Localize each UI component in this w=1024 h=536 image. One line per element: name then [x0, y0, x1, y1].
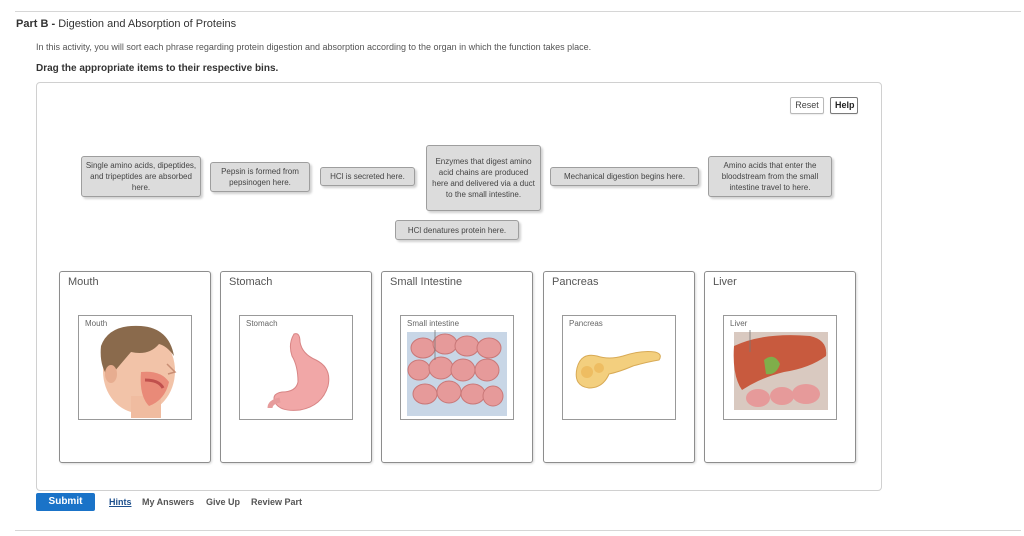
stomach-image: Stomach: [239, 315, 353, 420]
help-button[interactable]: Help: [830, 97, 858, 114]
drag-tile-hcl-secreted[interactable]: HCl is secreted here.: [320, 167, 415, 186]
bin-small-intestine[interactable]: Small Intestine Small intestine: [381, 271, 533, 463]
bin-title: Stomach: [229, 276, 273, 288]
image-label: Stomach: [246, 319, 278, 328]
bin-stomach[interactable]: Stomach Stomach: [220, 271, 372, 463]
image-label: Mouth: [85, 319, 108, 328]
drag-instructions: Drag the appropriate items to their resp…: [36, 63, 279, 74]
top-divider: [15, 11, 1021, 12]
drag-tile-mechanical[interactable]: Mechanical digestion begins here.: [550, 167, 699, 186]
hints-link[interactable]: Hints: [109, 497, 132, 507]
bin-pancreas[interactable]: Pancreas Pancreas: [543, 271, 695, 463]
part-title: Part B - Digestion and Absorption of Pro…: [16, 18, 236, 30]
bottom-divider: [15, 530, 1021, 531]
pancreas-image: Pancreas: [562, 315, 676, 420]
review-part-link[interactable]: Review Part: [251, 497, 303, 507]
bin-title: Small Intestine: [390, 276, 463, 288]
image-label: Small intestine: [407, 319, 460, 328]
my-answers-link[interactable]: My Answers: [142, 497, 195, 507]
bin-liver[interactable]: Liver Liver: [704, 271, 856, 463]
give-up-link[interactable]: Give Up: [206, 497, 241, 507]
reset-button[interactable]: Reset: [790, 97, 824, 114]
bin-mouth[interactable]: Mouth Mouth: [59, 271, 211, 463]
bin-title: Pancreas: [552, 276, 599, 288]
image-label: Liver: [730, 319, 748, 328]
bin-title: Liver: [713, 276, 737, 288]
mouth-image: Mouth: [78, 315, 192, 420]
drag-tile-amino-blood[interactable]: Amino acids that enter the bloodstream f…: [708, 156, 832, 197]
submit-button[interactable]: Submit: [36, 493, 95, 511]
liver-image: Liver: [723, 315, 837, 420]
small-intestine-image: Small intestine: [400, 315, 514, 420]
drag-tile-pepsin[interactable]: Pepsin is formed from pepsinogen here.: [210, 162, 310, 192]
drag-tile-absorbed[interactable]: Single amino acids, dipeptides, and trip…: [81, 156, 201, 197]
part-title-text: Digestion and Absorption of Proteins: [58, 18, 237, 30]
drag-tile-hcl-denatures[interactable]: HCl denatures protein here.: [395, 220, 519, 240]
part-prefix: Part B -: [16, 18, 56, 30]
image-label: Pancreas: [569, 319, 603, 328]
drag-tile-enzymes[interactable]: Enzymes that digest amino acid chains ar…: [426, 145, 541, 211]
bin-title: Mouth: [68, 276, 99, 288]
activity-instructions: In this activity, you will sort each phr…: [36, 42, 592, 52]
